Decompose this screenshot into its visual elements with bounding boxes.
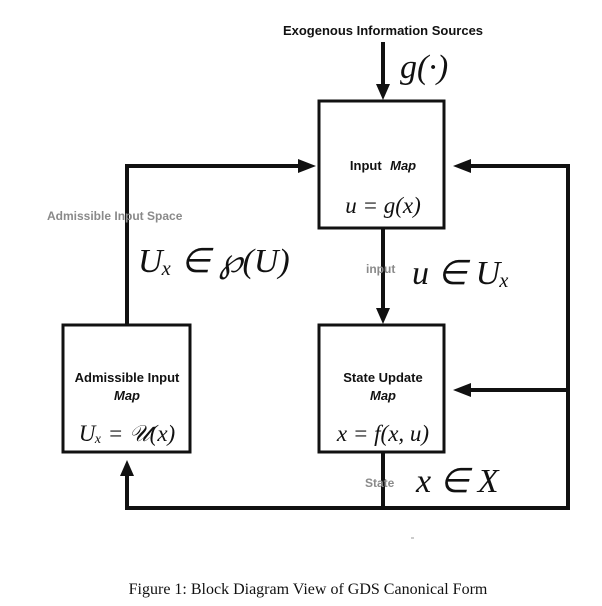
input-to-state-arrowhead bbox=[376, 308, 390, 324]
sources-math: g(·) bbox=[400, 49, 448, 86]
input-math: u ∈ Uₓ bbox=[412, 255, 510, 292]
input-map-title: Input Map bbox=[350, 157, 416, 174]
state-label: State bbox=[365, 476, 395, 490]
state-to-state-arrowhead bbox=[453, 383, 471, 397]
figure-caption: Figure 1: Block Diagram View of GDS Cano… bbox=[129, 581, 488, 598]
state-update-title: State Update bbox=[343, 370, 422, 385]
admissible-input-equation: Uₓ = 𝒰(x) bbox=[79, 421, 175, 446]
state-update-box bbox=[317, 323, 446, 454]
state-feedback-bottom-loop bbox=[125, 164, 570, 510]
input-map-subtitle: Map bbox=[390, 158, 416, 173]
state-update-equation: x = f(x, u) bbox=[336, 421, 429, 446]
admissible-space-label: Admissible Input Space bbox=[47, 209, 183, 223]
state-update-subtitle: Map bbox=[370, 388, 396, 403]
input-map-title-text: Input bbox=[350, 158, 382, 173]
input-label: input bbox=[366, 262, 395, 276]
state-to-admissible-arrowhead bbox=[120, 460, 134, 476]
admissible-space-arrowhead bbox=[298, 159, 316, 173]
exogenous-sources-label: Exogenous Information Sources bbox=[283, 23, 483, 38]
state-to-input-arrowhead bbox=[453, 159, 471, 173]
admissible-space-math: Uₓ ∈ ℘(U) bbox=[138, 243, 290, 280]
admissible-space-line bbox=[125, 164, 298, 325]
admissible-input-subtitle: Map bbox=[114, 388, 140, 403]
sources-arrowhead bbox=[376, 84, 390, 100]
input-map-equation: u = g(x) bbox=[345, 193, 421, 218]
admissible-input-title: Admissible Input bbox=[75, 370, 180, 385]
state-math: x ∈ X bbox=[415, 463, 500, 500]
